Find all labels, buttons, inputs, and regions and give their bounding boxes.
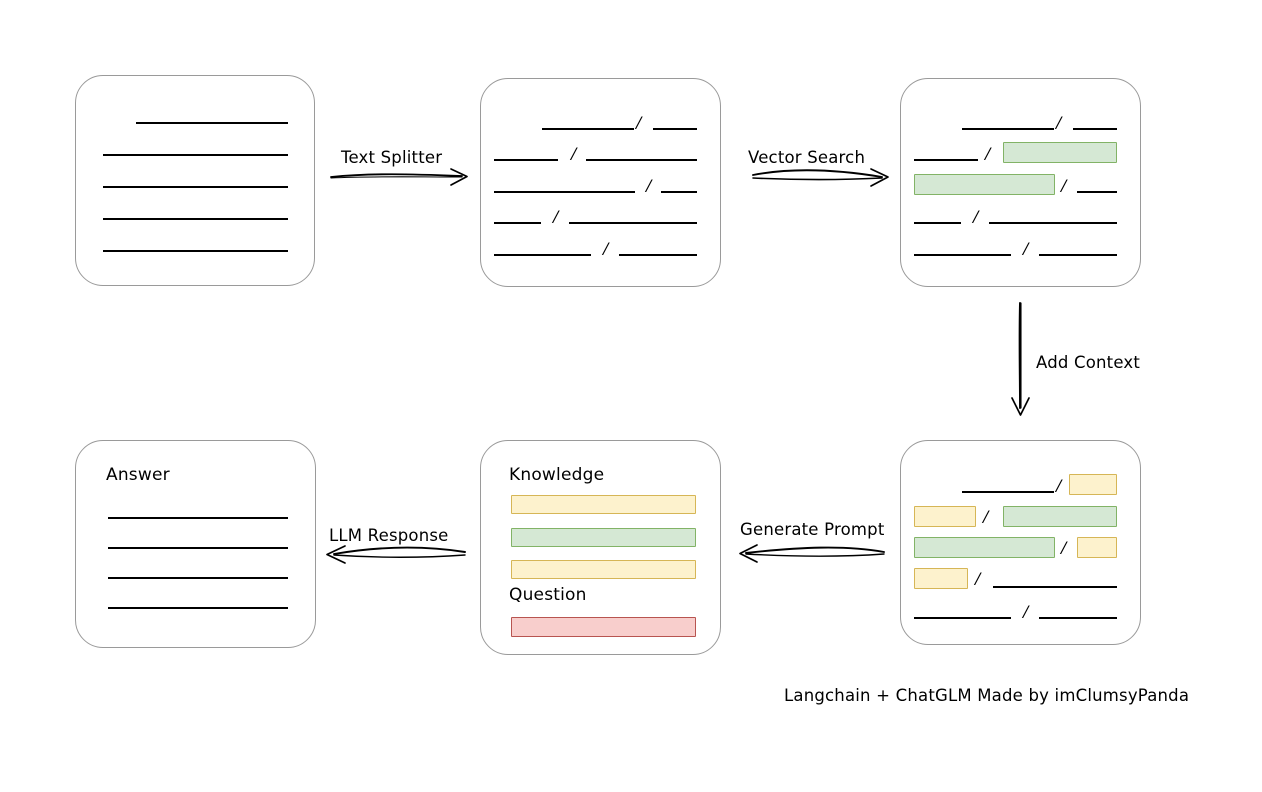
text-line bbox=[1039, 617, 1117, 619]
text-line bbox=[989, 222, 1117, 224]
context-chunk-highlight[interactable] bbox=[1077, 537, 1117, 558]
separator-glyph: / bbox=[1023, 239, 1029, 260]
text-line bbox=[962, 491, 1054, 493]
question-chip[interactable] bbox=[511, 617, 696, 637]
text-line bbox=[1077, 191, 1117, 193]
text-line bbox=[914, 617, 1011, 619]
text-line bbox=[136, 122, 288, 124]
arrow-vector-search bbox=[752, 168, 889, 187]
text-line bbox=[661, 191, 697, 193]
text-line bbox=[108, 607, 288, 609]
separator-glyph: / bbox=[636, 113, 642, 134]
split-chunks-box[interactable]: / / / / / bbox=[480, 78, 721, 287]
retrieved-chunk-highlight[interactable] bbox=[1003, 506, 1117, 527]
source-document-box[interactable] bbox=[75, 75, 315, 286]
text-line bbox=[1073, 128, 1117, 130]
text-line bbox=[962, 128, 1054, 130]
edge-label-generate-prompt: Generate Prompt bbox=[740, 520, 885, 539]
text-line bbox=[108, 547, 288, 549]
footer-credit: Langchain + ChatGLM Made by imClumsyPand… bbox=[784, 686, 1190, 705]
text-line bbox=[108, 517, 288, 519]
text-line bbox=[103, 186, 288, 188]
text-line bbox=[914, 222, 961, 224]
separator-glyph: / bbox=[973, 207, 979, 228]
text-line bbox=[653, 128, 697, 130]
text-line bbox=[619, 254, 697, 256]
text-line bbox=[1039, 254, 1117, 256]
separator-glyph: / bbox=[646, 176, 652, 197]
retrieved-chunk-highlight[interactable] bbox=[914, 537, 1055, 558]
arrow-add-context bbox=[1011, 302, 1030, 416]
separator-glyph: / bbox=[983, 507, 989, 528]
text-line bbox=[103, 250, 288, 252]
question-heading: Question bbox=[509, 585, 587, 605]
separator-glyph: / bbox=[571, 144, 577, 165]
separator-glyph: / bbox=[985, 144, 991, 165]
arrow-generate-prompt bbox=[739, 544, 885, 563]
context-chunks-box[interactable]: / / / / / bbox=[900, 440, 1141, 645]
text-line bbox=[103, 218, 288, 220]
edge-label-vector-search: Vector Search bbox=[748, 148, 866, 167]
answer-heading: Answer bbox=[106, 465, 170, 485]
separator-glyph: / bbox=[603, 239, 609, 260]
separator-glyph: / bbox=[1056, 476, 1062, 497]
separator-glyph: / bbox=[1023, 602, 1029, 623]
separator-glyph: / bbox=[1061, 176, 1067, 197]
text-line bbox=[494, 222, 541, 224]
retrieved-chunk-highlight[interactable] bbox=[1003, 142, 1117, 163]
matched-chunks-box[interactable]: / / / / / bbox=[900, 78, 1141, 287]
separator-glyph: / bbox=[975, 569, 981, 590]
text-line bbox=[108, 577, 288, 579]
knowledge-chunk-chip[interactable] bbox=[511, 560, 696, 579]
text-line bbox=[103, 154, 288, 156]
text-line bbox=[494, 254, 591, 256]
knowledge-chunk-chip[interactable] bbox=[511, 528, 696, 547]
text-line bbox=[914, 159, 978, 161]
knowledge-heading: Knowledge bbox=[509, 465, 605, 485]
text-line bbox=[542, 128, 634, 130]
knowledge-chunk-chip[interactable] bbox=[511, 495, 696, 514]
context-chunk-highlight[interactable] bbox=[914, 506, 976, 527]
edge-label-text-splitter: Text Splitter bbox=[341, 148, 443, 167]
arrow-llm-response bbox=[326, 545, 466, 564]
text-line bbox=[993, 586, 1117, 588]
text-line bbox=[914, 254, 1011, 256]
separator-glyph: / bbox=[553, 207, 559, 228]
separator-glyph: / bbox=[1056, 113, 1062, 134]
text-line bbox=[586, 159, 697, 161]
context-chunk-highlight[interactable] bbox=[914, 568, 968, 589]
retrieved-chunk-highlight[interactable] bbox=[914, 174, 1055, 195]
arrow-text-splitter bbox=[330, 168, 468, 186]
edge-label-add-context: Add Context bbox=[1036, 353, 1141, 372]
edge-label-llm-response: LLM Response bbox=[329, 526, 449, 545]
answer-box[interactable]: Answer bbox=[75, 440, 316, 648]
prompt-box[interactable]: Knowledge Question bbox=[480, 440, 721, 655]
separator-glyph: / bbox=[1061, 538, 1067, 559]
text-line bbox=[494, 191, 635, 193]
text-line bbox=[569, 222, 697, 224]
context-chunk-highlight[interactable] bbox=[1069, 474, 1117, 495]
text-line bbox=[494, 159, 558, 161]
